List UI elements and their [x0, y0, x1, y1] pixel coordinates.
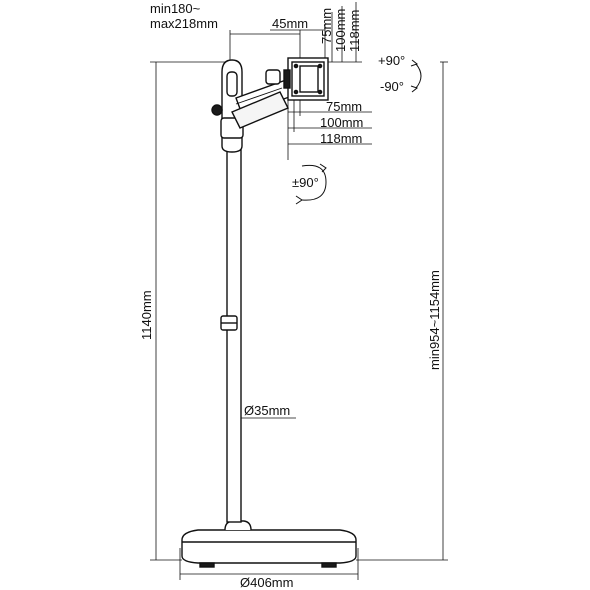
vesa-hole-tl	[293, 63, 299, 69]
column-head-slot	[226, 71, 238, 97]
tilt-down-label: -90°	[380, 79, 404, 94]
arm-extension-min-label: min180~	[150, 1, 201, 16]
vesa-h3-label: 118mm	[320, 131, 363, 146]
pole-diameter-label: Ø35mm	[244, 403, 291, 418]
vertical-pole	[226, 149, 242, 523]
adjustable-height-label: min954~1154mm	[427, 270, 442, 370]
base-foot-right	[321, 562, 337, 568]
arm-elbow-joint	[265, 69, 281, 85]
vesa-v2-label: 100mm	[333, 8, 348, 52]
rotation-arrow-bottom	[295, 195, 303, 205]
vesa-v3-label: 118mm	[347, 9, 362, 52]
total-height-label: 1140mm	[139, 290, 154, 340]
round-base	[181, 529, 357, 564]
vesa-bracket-tab	[283, 69, 291, 89]
tilt-arrow-up	[410, 59, 419, 67]
vesa-hole-tr	[317, 63, 323, 69]
vesa-h1-label: 75mm	[326, 99, 363, 114]
stand-body	[181, 57, 357, 568]
vesa-hole-bl	[293, 89, 299, 95]
arm-extension-max-label: max218mm	[150, 16, 218, 31]
rotation-label: ±90°	[292, 175, 319, 190]
arm-lower-segment	[231, 91, 289, 129]
tilt-up-label: +90°	[378, 53, 406, 68]
arm-depth-label: 45mm	[272, 16, 309, 31]
rotation-arrow-top	[319, 163, 327, 173]
rotation-symbols	[295, 59, 422, 205]
vesa-v1-label: 75mm	[319, 7, 334, 44]
vesa-hole-br	[317, 89, 323, 95]
arm-upper-edge	[235, 87, 283, 105]
base-diameter-label: Ø406mm	[240, 575, 294, 590]
rotation-arc	[301, 164, 327, 201]
dimension-lines	[150, 2, 448, 580]
height-adjust-knob	[211, 104, 223, 116]
vesa-plate-center	[299, 65, 319, 93]
tilt-arc	[415, 63, 422, 89]
vesa-h2-label: 100mm	[320, 115, 364, 130]
tilt-arrow-down	[410, 85, 419, 93]
base-foot-left	[199, 562, 215, 568]
